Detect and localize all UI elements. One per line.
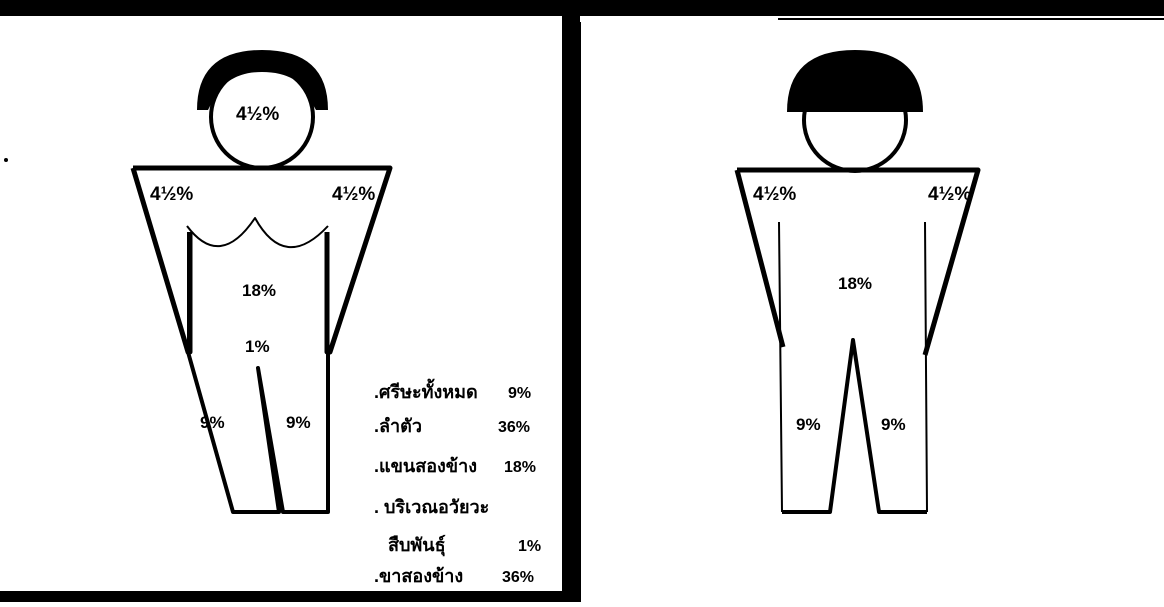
frame-bottom-border xyxy=(0,591,580,602)
frame-top-border xyxy=(0,0,1164,16)
legend-label-arms: .แขนสองข้าง xyxy=(374,456,477,476)
front-legs xyxy=(188,352,328,512)
right-panel-top-rule xyxy=(778,18,1164,20)
front-right-leg-label: 9% xyxy=(286,413,311,432)
front-left-leg-label: 9% xyxy=(200,413,225,432)
front-trunk-label: 18% xyxy=(242,281,276,300)
legend-value-genital: 1% xyxy=(518,538,541,555)
legend-label-trunk: .ลำตัว xyxy=(374,416,422,436)
legend-value-legs: 36% xyxy=(502,569,534,586)
front-head-label: 4½% xyxy=(236,104,279,125)
legend-value-arms: 18% xyxy=(504,459,536,476)
front-right-arm-label: 4½% xyxy=(332,184,375,205)
front-chest-line xyxy=(187,218,328,247)
legend-label-genital-2: สืบพันธุ์ xyxy=(388,534,446,557)
frame-divider xyxy=(562,0,581,602)
back-right-arm-label: 4½% xyxy=(928,184,971,205)
back-trunk-label: 18% xyxy=(838,274,872,293)
back-left-arm-label: 4½% xyxy=(753,184,796,205)
front-left-arm-label: 4½% xyxy=(150,184,193,205)
edge-dot xyxy=(4,158,8,162)
legend-value-trunk: 36% xyxy=(498,419,530,436)
front-groin-label: 1% xyxy=(245,337,270,356)
back-hair xyxy=(787,50,923,112)
back-left-leg-label: 9% xyxy=(796,415,821,434)
legend: .ศรีษะทั้งหมด 9% .ลำตัว 36% .แขนสองข้าง … xyxy=(374,378,541,586)
legend-label-genital-1: . บริเวณอวัยวะ xyxy=(374,497,489,517)
legend-label-head: .ศรีษะทั้งหมด xyxy=(374,378,478,402)
legend-value-head: 9% xyxy=(508,385,531,402)
back-right-leg-label: 9% xyxy=(881,415,906,434)
back-torso-sides xyxy=(779,222,927,512)
legend-label-legs: .ขาสองข้าง xyxy=(374,566,463,586)
